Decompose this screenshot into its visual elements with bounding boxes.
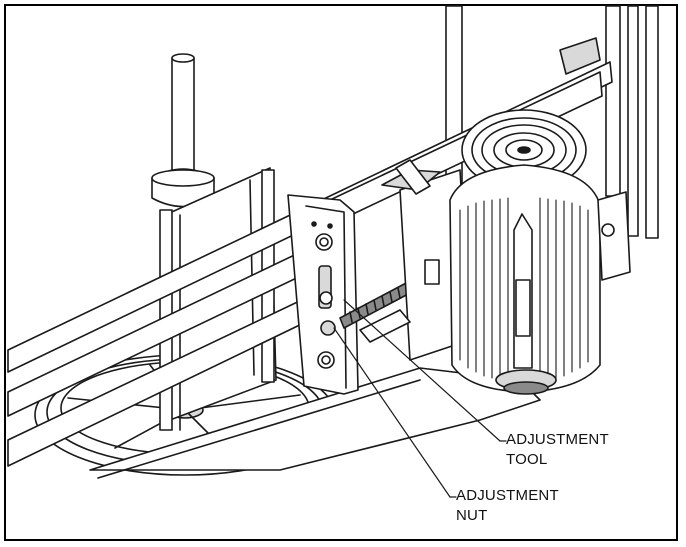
callout-adjustment-tool: ADJUSTMENT TOOL: [506, 430, 609, 470]
tool-leader-line: [343, 299, 501, 442]
callout-line: NUT: [456, 507, 488, 524]
cooling-fins: [459, 197, 589, 382]
vertical-shaft: [151, 53, 215, 208]
callout-line: TOOL: [506, 451, 548, 468]
electric-motor: [449, 109, 631, 395]
callout-adjustment-nut: ADJUSTMENT NUT: [456, 486, 559, 526]
rail-collars: [359, 159, 431, 343]
adjustment-plate: [287, 194, 359, 395]
callout-line: ADJUSTMENT: [456, 487, 559, 504]
illustration-frame: [4, 4, 678, 541]
callout-line: ADJUSTMENT: [506, 431, 609, 448]
leader-lines: [333, 299, 507, 498]
nut-leader-line: [333, 327, 451, 498]
